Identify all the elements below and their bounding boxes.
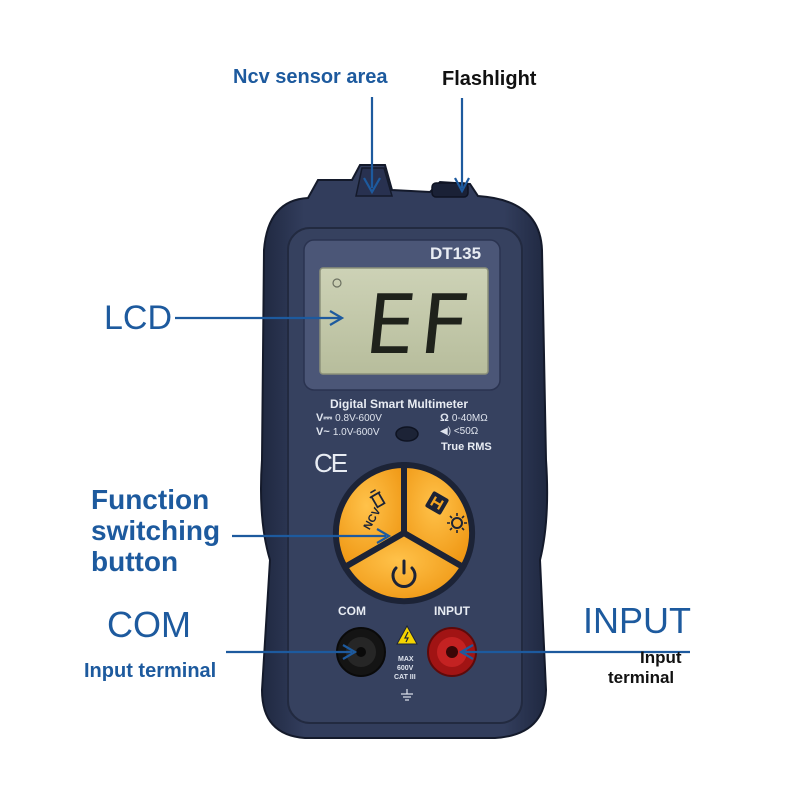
function-callout-line2: switching	[91, 515, 221, 546]
warning-voltage: 600V	[397, 665, 414, 672]
input-jack	[427, 627, 477, 677]
dcv-spec: V⎓ 0.8V-600V	[316, 412, 382, 424]
model-label: DT135	[430, 244, 482, 263]
hold-icon	[425, 491, 449, 515]
flashlight-callout-arrow	[454, 177, 470, 194]
input-callout-label: INPUT	[583, 600, 691, 641]
lcd-callout-arrow	[329, 310, 345, 326]
com-port-label: COM	[338, 604, 366, 618]
dcv-symbol: V⎓	[316, 412, 336, 424]
input-callout-arrow	[458, 644, 474, 660]
power-icon	[391, 559, 417, 588]
ce-mark: CE	[314, 448, 348, 478]
flashlight-icon	[447, 513, 467, 533]
function-callout-arrow	[376, 528, 392, 544]
lcd-indicator-dot	[332, 278, 342, 288]
com-jack	[336, 627, 386, 677]
com-callout-arrow	[342, 644, 358, 660]
ground-icon	[401, 689, 413, 701]
function-button-cluster	[332, 461, 476, 605]
ncv-sensor-tip	[355, 167, 393, 197]
ncv-callout-arrow	[363, 177, 381, 195]
ncv-callout-label: Ncv sensor area	[233, 66, 388, 88]
continuity-spec: ◀) <50Ω	[440, 426, 479, 437]
input-port-label: INPUT	[434, 604, 470, 618]
high-voltage-warning-icon	[396, 624, 418, 645]
function-callout-line1: Function	[91, 484, 210, 515]
com-callout-sublabel: Input terminal	[84, 660, 217, 682]
input-callout-sublabel-line1: Input	[640, 648, 682, 667]
lcd-callout-label: LCD	[104, 299, 173, 337]
warning-category: CAT III	[394, 674, 416, 681]
ncv-probe-icon	[369, 489, 386, 509]
product-name-label: Digital Smart Multimeter	[330, 397, 469, 411]
speaker-icon: ◀)	[440, 426, 454, 437]
flashlight-callout-label: Flashlight	[442, 68, 537, 90]
acv-spec: V~ 1.0V-600V	[316, 426, 380, 438]
true-rms-label: True RMS	[441, 441, 492, 453]
light-sensor	[395, 426, 419, 442]
warning-max: MAX	[398, 656, 414, 663]
ohm-spec: Ω 0-40MΩ	[440, 412, 488, 424]
lcd-reading: EF	[361, 278, 478, 373]
input-callout-sublabel-line2: terminal	[608, 668, 675, 687]
lcd-screen	[319, 267, 489, 375]
ohm-symbol: Ω	[440, 412, 452, 424]
function-callout-line3: button	[91, 546, 179, 577]
com-callout-label: COM	[107, 604, 191, 645]
acv-symbol: V~	[316, 426, 333, 438]
callout-lines	[175, 97, 690, 660]
